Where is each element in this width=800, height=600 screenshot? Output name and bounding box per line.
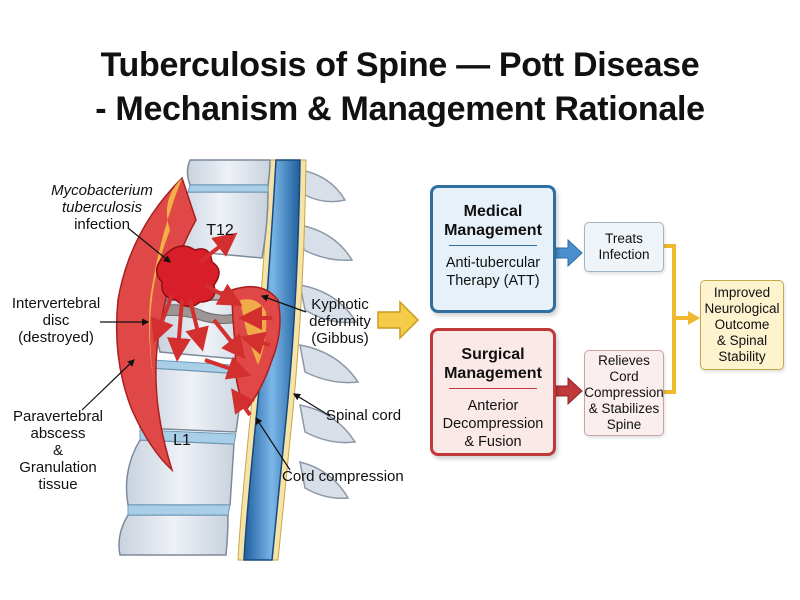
spread-arrows	[151, 232, 272, 417]
relieves-line-4: & Stabilizes	[588, 401, 660, 416]
relieves-line-1: Relieves	[598, 353, 650, 368]
label-kyphotic-1: Kyphotic	[311, 296, 369, 313]
flow-arrow-medical	[555, 238, 583, 268]
surgical-title-1: Surgical	[461, 346, 525, 363]
label-infection-2: tuberculosis	[61, 199, 143, 216]
label-abscess-4: Granulation	[19, 459, 97, 476]
outcome-line-2: Neurological	[704, 301, 780, 316]
label-disc-1: Intervertebral	[11, 295, 101, 312]
relieves-line-2: Cord	[609, 369, 639, 384]
medical-body-1: Anti-tubercular	[445, 255, 541, 271]
surgical-body-1: Anterior	[467, 398, 519, 414]
flow-arrow-main	[377, 300, 420, 340]
label-spinal-cord: Spinal cord	[326, 407, 402, 424]
label-abscess-1: Paravertebral	[12, 408, 104, 425]
treats-line-1: Treats	[605, 231, 643, 246]
medical-title-1: Medical	[463, 203, 523, 220]
leader-lines	[81, 227, 331, 471]
relieves-compression-box: Relieves Cord Compression & Stabilizes S…	[584, 350, 664, 436]
title-line-2: - Mechanism & Management Rationale	[95, 90, 705, 128]
label-abscess-2: abscess	[30, 425, 86, 442]
title-line-1: Tuberculosis of Spine — Pott Disease	[100, 46, 700, 84]
label-abscess-5: tissue	[38, 476, 78, 493]
label-disc-2: disc	[42, 312, 70, 329]
flow-arrow-surgical	[555, 376, 583, 406]
medical-divider	[448, 245, 538, 246]
relieves-line-3: Compression	[584, 385, 664, 400]
label-kyphotic-2: deformity	[309, 313, 371, 330]
label-disc-3: (destroyed)	[18, 329, 94, 346]
medical-body-2: Therapy (ATT)	[446, 273, 540, 289]
label-infection-1: Mycobacterium	[51, 182, 153, 199]
posterior-processes	[299, 169, 360, 500]
surgical-title-2: Management	[444, 365, 542, 382]
outcome-line-5: Stability	[718, 349, 766, 364]
surgical-divider	[448, 388, 538, 389]
label-kyphotic-3: (Gibbus)	[311, 330, 369, 347]
label-abscess-3: &	[52, 442, 63, 459]
label-l1: L1	[173, 432, 191, 449]
outcome-line-1: Improved	[713, 285, 771, 300]
surgical-body-3: & Fusion	[464, 434, 522, 450]
medical-title-2: Management	[444, 222, 542, 239]
label-infection-3: infection	[74, 216, 130, 233]
treats-line-2: Infection	[598, 247, 650, 262]
relieves-line-5: Spine	[606, 417, 642, 432]
medical-management-box: Medical Management Anti-tubercular Thera…	[430, 185, 556, 313]
surgical-body-2: Decompression	[442, 416, 544, 432]
outcome-box: Improved Neurological Outcome & Spinal S…	[700, 280, 784, 370]
treats-infection-box: Treats Infection	[584, 222, 664, 272]
label-cord-compression: Cord compression	[282, 468, 404, 485]
surgical-management-box: Surgical Management Anterior Decompressi…	[430, 328, 556, 456]
outcome-line-4: & Spinal	[716, 333, 768, 348]
flow-bracket	[664, 244, 690, 394]
outcome-line-3: Outcome	[714, 317, 770, 332]
label-t12: T12	[206, 222, 234, 239]
